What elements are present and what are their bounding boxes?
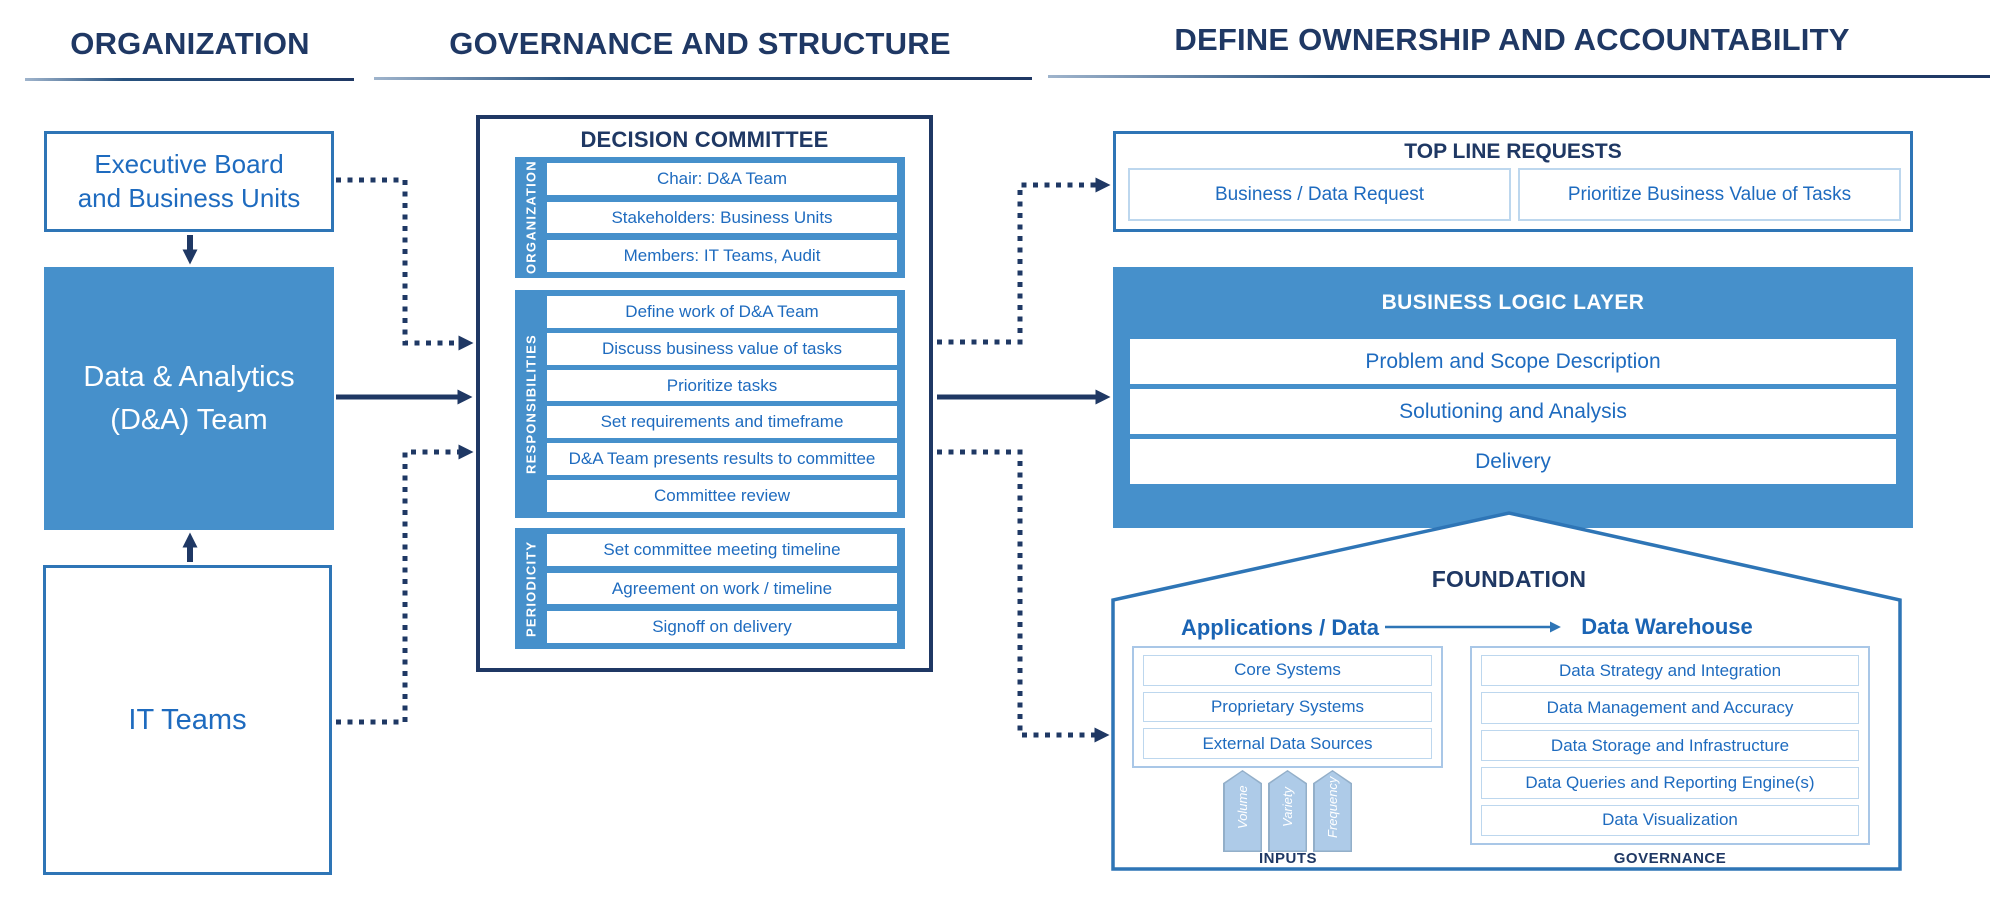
header-governance-structure: GOVERNANCE AND STRUCTURE [449,26,951,61]
foundation-title: FOUNDATION [1431,566,1587,592]
committee-section-periodicity: PERIODICITY Set committee meeting timeli… [515,528,905,649]
committee-row: Signoff on delivery [547,611,897,644]
it-teams-box: IT Teams [43,565,332,875]
committee-row: D&A Team presents results to committee [547,443,897,476]
warehouse-row: Data Storage and Infrastructure [1481,729,1859,762]
arrow-committee-to-foundation [937,449,1110,743]
business-logic-layer-title: BUSINESS LOGIC LAYER [1381,291,1645,314]
input-arrow-label: Volume [1235,785,1250,829]
top-line-requests-title: TOP LINE REQUESTS [1404,140,1622,163]
top-line-request-item: Business / Data Request [1128,168,1511,221]
inputs-caption: INPUTS [1258,850,1318,867]
committee-row: Agreement on work / timeline [547,572,897,605]
business-logic-row: Solutioning and Analysis [1130,389,1896,434]
top-line-requests-box: TOP LINE REQUESTS Business / Data Reques… [1113,131,1913,232]
da-team-line2: (D&A) Team [110,403,268,436]
warehouse-row: Data Management and Accuracy [1481,692,1859,724]
it-teams-label: IT Teams [128,703,247,736]
committee-section-responsibilities: RESPONSIBILITIES Define work of D&A Team… [515,290,905,518]
arrow-it-to-committee [336,444,474,725]
header-ownership-accountability: DEFINE OWNERSHIP AND ACCOUNTABILITY [1174,22,1850,57]
header-organization: ORGANIZATION [70,26,310,61]
data-warehouse-group: Data Strategy and Integration Data Manag… [1470,646,1870,845]
business-logic-layer-box: BUSINESS LOGIC LAYER Problem and Scope D… [1113,267,1913,528]
section-label-periodicity: PERIODICITY [523,540,539,637]
applications-row: Core Systems [1143,655,1432,686]
warehouse-row: Data Queries and Reporting Engine(s) [1481,767,1859,799]
header-underline-governance [374,77,1032,80]
business-logic-row: Delivery [1130,439,1896,484]
data-warehouse-label: Data Warehouse [1581,614,1753,639]
committee-row: Discuss business value of tasks [547,332,897,365]
business-logic-row: Problem and Scope Description [1130,339,1896,384]
applications-data-label: Applications / Data [1180,615,1380,640]
arrow-exec-to-committee [336,177,474,351]
committee-row: Chair: D&A Team [547,163,897,195]
input-arrow-label: Frequency [1325,776,1340,838]
warehouse-row: Data Visualization [1481,804,1859,837]
arrow-committee-to-topline [937,177,1111,345]
input-arrow-label: Variety [1280,787,1295,827]
committee-row: Define work of D&A Team [547,296,897,328]
executive-board-line1: Executive Board [94,148,284,179]
committee-row: Stakeholders: Business Units [547,201,897,234]
section-label-responsibilities: RESPONSIBILITIES [523,334,539,474]
applications-data-group: Core Systems Proprietary Systems Externa… [1132,646,1443,768]
committee-row: Committee review [547,480,897,512]
executive-board-line2: and Business Units [77,182,301,213]
decision-committee-title: DECISION COMMITTEE [580,127,829,152]
committee-row: Set requirements and timeframe [547,406,897,439]
committee-row: Members: IT Teams, Audit [547,240,897,273]
section-label-organization: ORGANIZATION [523,160,539,275]
applications-row: External Data Sources [1143,728,1432,760]
header-underline-organization [25,78,354,81]
top-line-request-item: Prioritize Business Value of Tasks [1518,168,1901,221]
committee-row: Set committee meeting timeline [547,534,897,566]
committee-row: Prioritize tasks [547,369,897,402]
header-underline-ownership [1048,75,1990,78]
input-arrow-variety: Variety [1268,770,1307,852]
committee-section-organization: ORGANIZATION Chair: D&A Team Stakeholder… [515,157,905,278]
data-analytics-team-box: Data & Analytics (D&A) Team [44,267,334,530]
executive-board-box: Executive Board and Business Units [44,131,334,232]
governance-caption: GOVERNANCE [1613,850,1727,867]
input-arrow-frequency: Frequency [1313,770,1352,852]
da-team-line1: Data & Analytics [83,361,295,394]
warehouse-row: Data Strategy and Integration [1481,655,1859,687]
applications-row: Proprietary Systems [1143,691,1432,723]
input-arrow-volume: Volume [1223,770,1262,852]
